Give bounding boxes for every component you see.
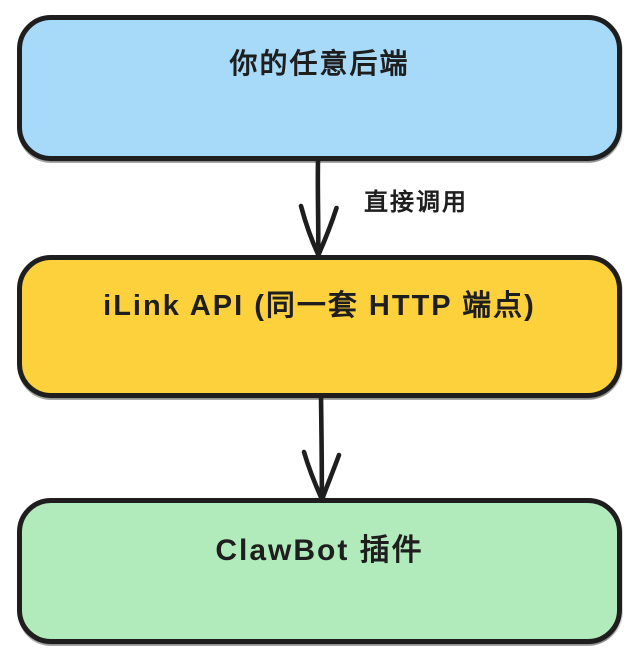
node-ilink-api-label: iLink API (同一套 HTTP 端点) <box>103 290 536 322</box>
node-clawbot-plugin-label: ClawBot 插件 <box>215 534 424 567</box>
arrow-api-to-plugin-icon <box>301 394 342 502</box>
arrowhead-right-stroke <box>316 205 339 257</box>
node-backend-label: 你的任意后端 <box>229 48 410 79</box>
arrowhead-right-stroke <box>319 452 342 502</box>
edge-label-direct-call: 直接调用 <box>364 189 468 216</box>
arrowhead-left-stroke <box>301 449 325 502</box>
arrowhead-left-stroke <box>298 203 321 257</box>
node-ilink-api: iLink API (同一套 HTTP 端点) <box>17 255 622 398</box>
arrow-backend-to-api-icon <box>298 158 339 257</box>
node-backend: 你的任意后端 <box>17 15 622 161</box>
node-clawbot-plugin: ClawBot 插件 <box>17 498 622 644</box>
arrow-shaft <box>318 394 325 498</box>
